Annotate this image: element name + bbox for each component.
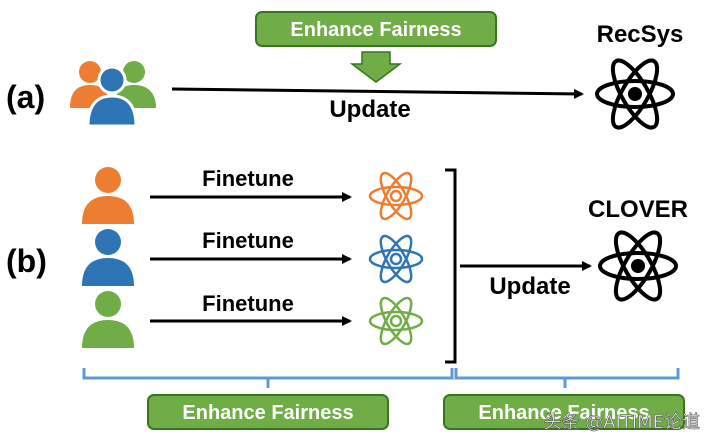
bottom-brace-right	[454, 368, 680, 388]
clover-label: CLOVER	[588, 196, 688, 223]
atom-icon	[598, 230, 678, 302]
watermark: 头条 @AITIME论道	[543, 412, 700, 433]
atom-icon-orange	[368, 171, 424, 221]
finetune-label-1: Finetune	[202, 166, 294, 191]
enhance-fairness-box-bottom-left: Enhance Fairness	[147, 394, 389, 430]
right-bracket	[445, 168, 457, 364]
enhance-fairness-label-bottom-right: Enhance Fairness	[478, 402, 649, 424]
enhance-fairness-label-top: Enhance Fairness	[290, 19, 461, 41]
bottom-brace-left	[82, 368, 454, 388]
update-label-a: Update	[329, 96, 410, 123]
finetune-label-3: Finetune	[202, 291, 294, 316]
update-arrow-a	[171, 87, 584, 99]
update-label-b: Update	[489, 273, 570, 300]
recsys-label: RecSys	[597, 21, 684, 48]
user-icon-blue	[82, 229, 134, 286]
users-group-icon	[70, 61, 156, 128]
atom-icon-blue	[368, 234, 424, 284]
enhance-fairness-label-bottom-left: Enhance Fairness	[182, 402, 353, 424]
atom-icon	[595, 58, 675, 130]
down-arrow-icon	[349, 51, 403, 83]
user-icon-green	[82, 291, 134, 348]
panel-b-label: (b)	[6, 243, 47, 279]
enhance-fairness-box-bottom-right: Enhance Fairness	[443, 394, 685, 430]
user-icon-orange	[82, 167, 134, 224]
atom-icon-green	[368, 296, 424, 346]
finetune-label-2: Finetune	[202, 228, 294, 253]
enhance-fairness-box-top: Enhance Fairness	[255, 11, 497, 47]
panel-a-label: (a)	[6, 79, 45, 115]
